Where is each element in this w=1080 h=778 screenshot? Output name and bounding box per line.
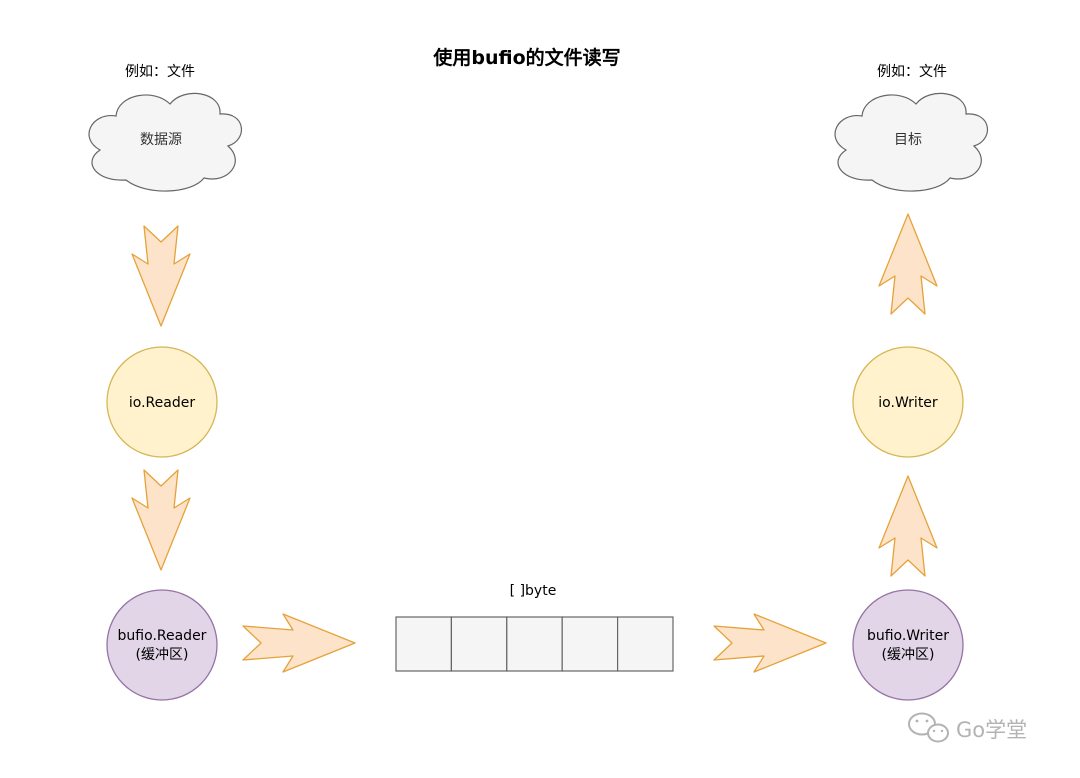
byte-cell <box>561 616 619 672</box>
bufio-reader-label-line1: bufio.Reader <box>118 628 207 644</box>
arrow-source-to-reader <box>131 225 191 327</box>
arrow-bytes-to-bufio-writer <box>713 613 827 673</box>
arrow-right-icon <box>713 613 827 673</box>
bufio-reader-label-line2: (缓冲区) <box>136 647 189 663</box>
io-reader-node <box>106 346 218 458</box>
io-reader-label: io.Reader <box>129 395 195 411</box>
arrow-writer-to-target <box>878 213 938 315</box>
byte-cell <box>506 616 563 672</box>
bufio-reader-node <box>106 589 218 701</box>
arrow-right-icon <box>242 613 356 673</box>
arrow-up-icon <box>878 475 938 577</box>
target-label: 目标 <box>894 132 922 148</box>
bufio-writer-label-line1: bufio.Writer <box>867 628 949 644</box>
byte-slice-label: [ ]byte <box>510 583 557 599</box>
source-caption: 例如：文件 <box>125 64 195 80</box>
byte-slice <box>395 616 674 672</box>
arrow-bufio-reader-to-bytes <box>242 613 356 673</box>
arrow-bufio-writer-to-io-writer <box>878 475 938 577</box>
diagram-title: 使用bufio的文件读写 <box>432 46 620 69</box>
target-caption: 例如：文件 <box>877 64 947 80</box>
source-label: 数据源 <box>140 132 182 148</box>
byte-cell <box>450 616 508 672</box>
byte-cell <box>616 616 674 672</box>
watermark: Go学堂 <box>908 712 1027 743</box>
io-writer-label: io.Writer <box>878 395 938 411</box>
arrow-down-icon <box>131 469 191 571</box>
wechat-icon <box>908 712 949 743</box>
io-writer-node <box>852 346 964 458</box>
arrow-up-icon <box>878 213 938 315</box>
arrow-down-icon <box>131 225 191 327</box>
arrow-reader-to-bufio <box>131 469 191 571</box>
bufio-writer-node <box>852 589 964 701</box>
watermark-text: Go学堂 <box>956 718 1027 742</box>
bufio-writer-label-line2: (缓冲区) <box>882 647 935 663</box>
byte-cell <box>395 616 453 672</box>
